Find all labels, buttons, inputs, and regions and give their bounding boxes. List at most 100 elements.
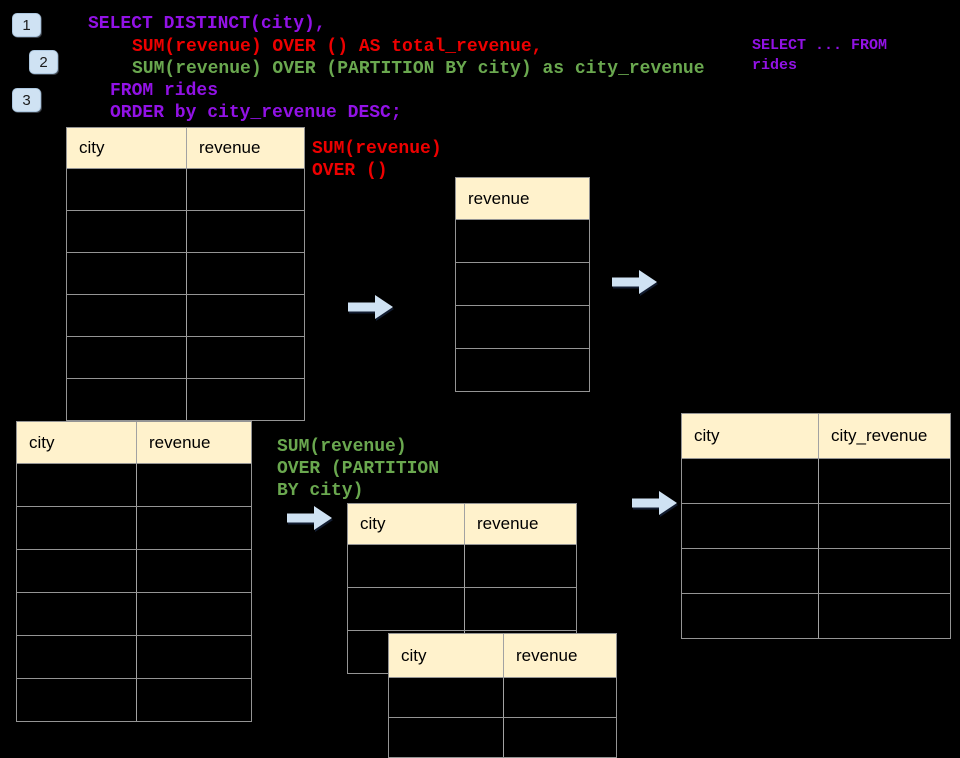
- annotation-partition-line-3: BY city): [277, 481, 364, 501]
- column-header-revenue: revenue: [503, 634, 616, 677]
- table-row: [682, 593, 950, 638]
- table-cell-empty: [136, 507, 251, 549]
- table-cell-empty: [17, 507, 136, 549]
- table-row: [389, 717, 616, 757]
- table-cell-empty: [389, 678, 503, 717]
- table-source-top: city revenue: [66, 127, 305, 421]
- table-cell-empty: [818, 504, 950, 548]
- table-cell-empty: [186, 295, 304, 336]
- annotation-total-line-1: SUM(revenue): [312, 139, 442, 159]
- table-row: [456, 348, 589, 391]
- table-cell-empty: [136, 464, 251, 506]
- table-cell-empty: [17, 593, 136, 635]
- sql-line-sum-total: SUM(revenue) OVER () AS total_revenue,: [132, 37, 543, 57]
- table-row: [389, 677, 616, 717]
- slide-canvas: { "colors": { "background": "#000000", "…: [12, 13, 951, 758]
- table-row: [682, 503, 950, 548]
- sql-line-from: FROM rides: [110, 81, 219, 101]
- table-row: [17, 635, 251, 678]
- column-header-city: city: [348, 504, 464, 544]
- table-cell-empty: [464, 545, 576, 587]
- table-cell-empty: [17, 550, 136, 592]
- table-cell-empty: [67, 169, 186, 210]
- table-cell-empty: [67, 211, 186, 252]
- column-header-city: city: [67, 128, 186, 168]
- table-row: [682, 548, 950, 593]
- table-cell-empty: [17, 679, 136, 721]
- annotation-partition-line-1: SUM(revenue): [277, 437, 407, 457]
- table-cell-empty: [67, 295, 186, 336]
- flow-arrow-right-icon-3: [287, 506, 332, 530]
- table-row: [67, 294, 304, 336]
- table-row: [17, 592, 251, 635]
- flow-arrow-right-icon-1: [348, 295, 393, 319]
- side-note-line-2: rides: [752, 57, 798, 74]
- table-cell-empty: [503, 718, 616, 757]
- flow-arrow-right-icon-2: [612, 270, 657, 294]
- table-total-result: revenue: [455, 177, 590, 392]
- step-badge-3: 3: [12, 88, 41, 112]
- side-note-line-1: SELECT ... FROM: [752, 37, 888, 54]
- table-cell-empty: [67, 253, 186, 294]
- table-cell-empty: [136, 636, 251, 678]
- table-cell-empty: [348, 545, 464, 587]
- table-row: [348, 587, 576, 630]
- table-row: [67, 336, 304, 378]
- table-row: [456, 305, 589, 348]
- table-cell-empty: [17, 464, 136, 506]
- table-row: city city_revenue: [682, 414, 950, 458]
- table-row: [17, 463, 251, 506]
- column-header-city: city: [389, 634, 503, 677]
- table-row: [456, 262, 589, 305]
- table-cell-empty: [456, 220, 589, 262]
- table-row: city revenue: [17, 422, 251, 463]
- table-cell-empty: [186, 253, 304, 294]
- table-row: [67, 168, 304, 210]
- table-cell-empty: [136, 593, 251, 635]
- table-cell-empty: [389, 718, 503, 757]
- column-header-revenue: revenue: [456, 178, 589, 219]
- table-row: city revenue: [348, 504, 576, 544]
- table-row: [17, 506, 251, 549]
- table-cell-empty: [682, 549, 818, 593]
- table-cell-empty: [186, 211, 304, 252]
- table-cell-empty: [682, 594, 818, 638]
- table-row: [67, 252, 304, 294]
- column-header-revenue: revenue: [186, 128, 304, 168]
- column-header-revenue: revenue: [136, 422, 251, 463]
- table-partition-result: city city_revenue: [681, 413, 951, 639]
- table-cell-empty: [186, 337, 304, 378]
- table-row: revenue: [456, 178, 589, 219]
- table-row: [682, 458, 950, 503]
- table-cell-empty: [464, 588, 576, 630]
- column-header-revenue: revenue: [464, 504, 576, 544]
- table-partition-group-b: city revenue: [388, 633, 617, 758]
- step-badge-1: 1: [12, 13, 41, 37]
- table-cell-empty: [456, 306, 589, 348]
- table-cell-empty: [17, 636, 136, 678]
- column-header-city-revenue: city_revenue: [818, 414, 950, 458]
- sql-line-select: SELECT DISTINCT(city),: [88, 14, 326, 34]
- annotation-total-line-2: OVER (): [312, 161, 388, 181]
- table-row: [67, 378, 304, 420]
- table-row: [17, 678, 251, 721]
- table-cell-empty: [818, 594, 950, 638]
- table-cell-empty: [503, 678, 616, 717]
- table-row: [456, 219, 589, 262]
- table-cell-empty: [818, 459, 950, 503]
- table-row: [17, 549, 251, 592]
- table-cell-empty: [456, 263, 589, 305]
- table-cell-empty: [67, 337, 186, 378]
- annotation-partition-line-2: OVER (PARTITION: [277, 459, 440, 479]
- table-row: city revenue: [67, 128, 304, 168]
- table-row: [348, 544, 576, 587]
- step-badge-2: 2: [29, 50, 58, 74]
- table-cell-empty: [682, 459, 818, 503]
- column-header-city: city: [682, 414, 818, 458]
- table-row: [67, 210, 304, 252]
- table-cell-empty: [67, 379, 186, 420]
- flow-arrow-right-icon-4: [632, 491, 677, 515]
- table-cell-empty: [456, 349, 589, 391]
- table-row: city revenue: [389, 634, 616, 677]
- table-source-bottom: city revenue: [16, 421, 252, 722]
